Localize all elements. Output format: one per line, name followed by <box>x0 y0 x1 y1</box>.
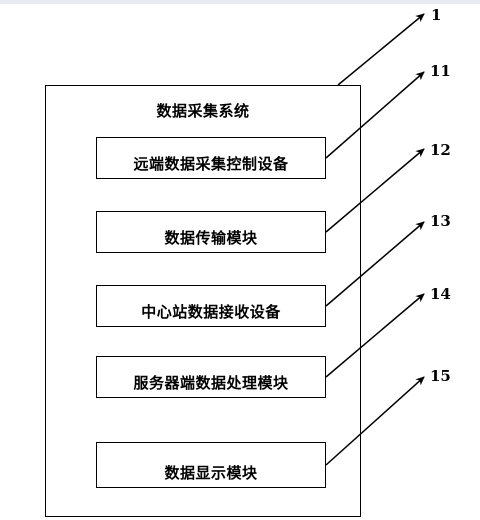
module-center-station-receiver: 中心站数据接收设备 <box>96 285 326 327</box>
top-edge-strip <box>0 0 480 4</box>
ref-number-1: 1 <box>431 6 442 24</box>
leader-line-14 <box>325 293 425 378</box>
system-outer-box <box>45 85 361 517</box>
module-data-transmission: 数据传输模块 <box>96 211 326 253</box>
module-label: 远端数据采集控制设备 <box>133 155 289 173</box>
leader-line-12 <box>325 148 425 233</box>
module-label: 数据显示模块 <box>164 464 258 482</box>
leader-line-15 <box>325 376 425 466</box>
module-data-display: 数据显示模块 <box>96 442 326 488</box>
leader-line-1 <box>337 13 425 86</box>
ref-number-11: 11 <box>430 62 451 80</box>
ref-number-15: 15 <box>430 367 451 385</box>
module-label: 中心站数据接收设备 <box>141 303 281 321</box>
leader-line-13 <box>325 221 425 307</box>
ref-number-13: 13 <box>430 212 451 230</box>
module-remote-acquisition-control: 远端数据采集控制设备 <box>96 137 326 179</box>
module-label: 数据传输模块 <box>164 229 258 247</box>
leader-line-11 <box>325 71 425 159</box>
ref-number-14: 14 <box>430 285 451 303</box>
ref-number-12: 12 <box>430 141 451 159</box>
module-server-processing: 服务器端数据处理模块 <box>96 356 326 398</box>
system-title: 数据采集系统 <box>156 102 250 120</box>
module-label: 服务器端数据处理模块 <box>133 374 289 392</box>
